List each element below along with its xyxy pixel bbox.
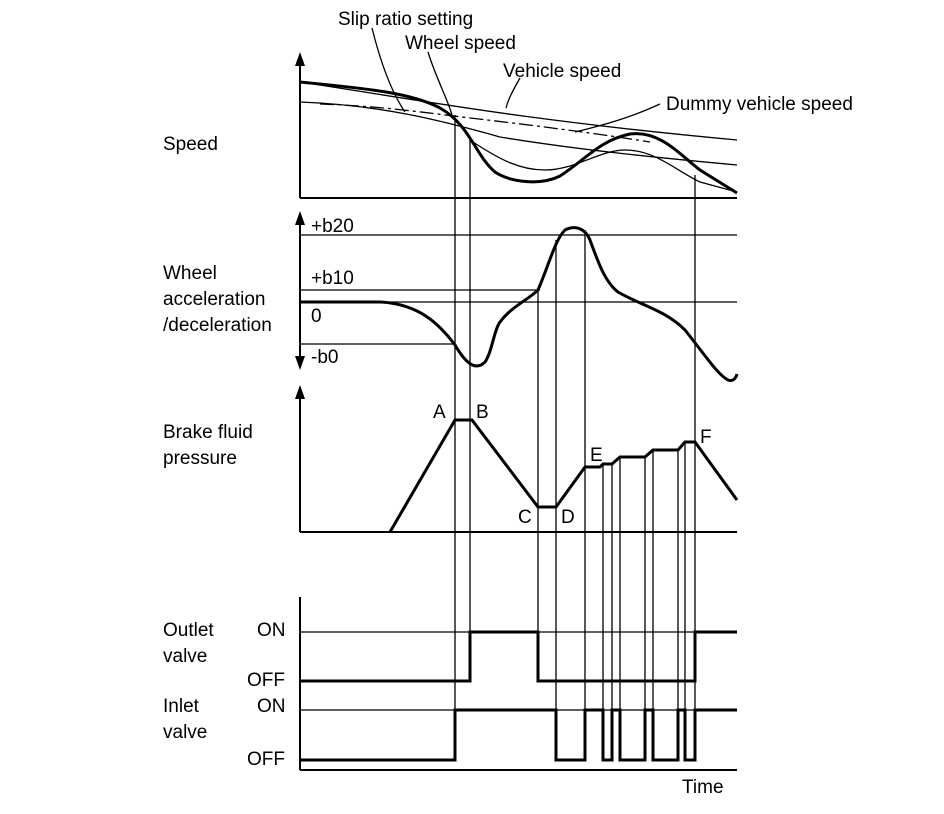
b20-label-text: +b20 (311, 216, 354, 237)
speed-axis-arrow-icon (295, 52, 305, 66)
point-c-label: C (518, 507, 532, 528)
pressure-label-line2: pressure (163, 448, 237, 469)
time-label: Time (682, 777, 724, 798)
outlet-label-line1: Outlet (163, 620, 214, 641)
inlet-label-line1: Inlet (163, 696, 200, 717)
outlet-valve-signal (300, 630, 737, 683)
inlet-on-label: ON (257, 696, 286, 717)
inlet-off-label: OFF (247, 749, 285, 770)
point-b-label: B (476, 402, 489, 423)
b10-label: +b10 (311, 268, 354, 289)
wheel-speed-label: Wheel speed (405, 33, 516, 54)
zero-label: 0 (311, 306, 322, 327)
wheel-speed-thin-wave (469, 139, 738, 193)
vehicle-speed-label: Vehicle speed (503, 61, 621, 82)
pressure-axis-arrow-icon (295, 385, 305, 399)
inlet-label-line2: valve (163, 722, 207, 743)
accel-axis-down-arrow-icon (295, 356, 305, 370)
vehicle-speed-curve (299, 81, 738, 141)
outlet-on-label: ON (257, 620, 286, 641)
outlet-valve-panel: ON OFF Outlet valve (163, 597, 737, 770)
point-f-label: F (700, 427, 712, 448)
pressure-panel: A B C D E F Brake fluid pressure (163, 385, 739, 533)
slip-ratio-leader (371, 27, 406, 113)
inlet-valve-panel: ON OFF Inlet valve Time (163, 696, 737, 798)
dummy-vehicle-speed-curve (319, 103, 651, 143)
slip-ratio-curve (299, 101, 738, 166)
timing-guides (454, 115, 696, 760)
vehicle-speed-leader (505, 77, 521, 109)
pressure-label-line1: Brake fluid (163, 422, 253, 443)
point-e-label: E (590, 445, 603, 466)
accel-label-line3: /deceleration (163, 315, 272, 336)
wheel-speed-leader (427, 51, 453, 116)
speed-label: Speed (163, 134, 218, 155)
speed-panel: Slip ratio setting Wheel speed Vehicle s… (163, 9, 853, 199)
accel-axis-up-arrow-icon (295, 211, 305, 225)
outlet-off-label: OFF (247, 670, 285, 691)
point-a-label: A (433, 402, 446, 423)
outlet-label-line2: valve (163, 646, 207, 667)
acceleration-panel: +b20 +b10 0 -b0 Wheel acceleration /dece… (163, 211, 739, 382)
accel-label-line1: Wheel (163, 263, 217, 284)
wheel-acceleration-curve (300, 226, 739, 382)
dummy-speed-leader (574, 103, 661, 133)
point-d-label: D (561, 507, 575, 528)
inlet-valve-signal (300, 708, 737, 762)
b0-label: -b0 (311, 347, 338, 368)
brake-pressure-curve (388, 418, 739, 533)
wheel-speed-curve (299, 80, 738, 195)
dummy-speed-label: Dummy vehicle speed (666, 94, 853, 115)
accel-label-line2: acceleration (163, 289, 265, 310)
slip-ratio-label: Slip ratio setting (338, 9, 473, 30)
b20-label: +b20 (311, 216, 354, 237)
